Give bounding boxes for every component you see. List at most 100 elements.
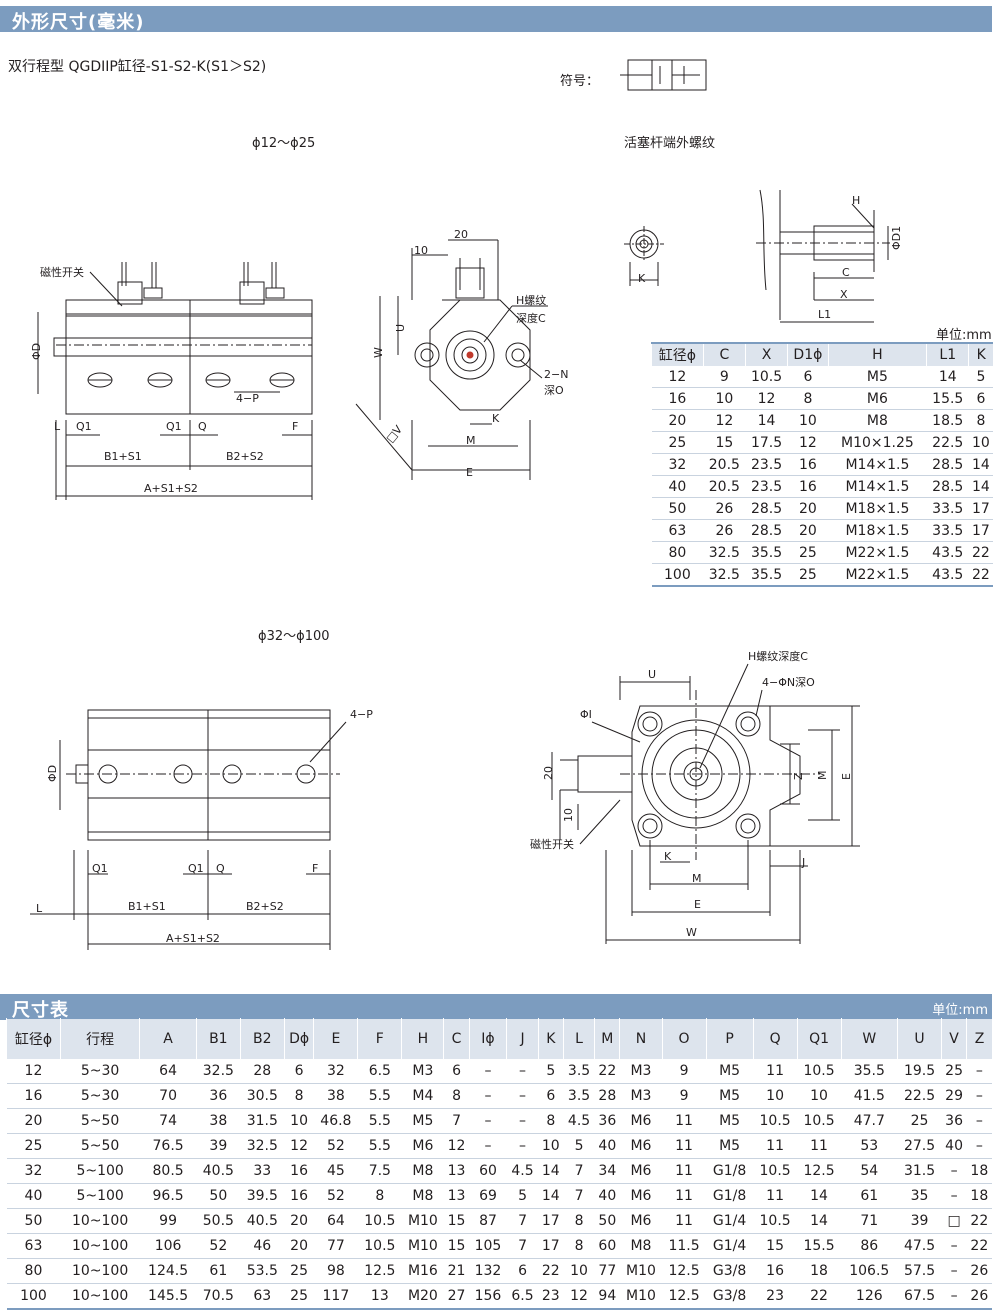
table-cell: 13 xyxy=(443,1183,470,1209)
table-cell: 11 xyxy=(753,1059,798,1084)
table-cell: 15.5 xyxy=(926,387,969,410)
table-cell: M5 xyxy=(401,1108,444,1134)
table-cell: 17 xyxy=(968,519,993,542)
table-cell: 20 xyxy=(284,1233,314,1259)
unit-label-top: 单位:mm xyxy=(936,328,992,343)
table-cell: 6 xyxy=(968,387,993,410)
table-cell: M5 xyxy=(706,1059,754,1084)
dim_table-header-cell: J xyxy=(506,1018,539,1059)
lbl-2n: 2−N xyxy=(544,368,568,381)
table-cell: 50 xyxy=(196,1183,241,1209)
table-cell: 80 xyxy=(651,541,704,564)
table-cell: 14 xyxy=(926,366,969,388)
table-cell: 8 xyxy=(563,1233,595,1259)
table-cell: 38 xyxy=(196,1108,241,1134)
table-cell: – xyxy=(966,1083,992,1109)
lbl-b2s2-1: B2+S2 xyxy=(226,450,264,463)
table-cell: 36 xyxy=(941,1108,967,1134)
lbl-f-2: F xyxy=(312,862,318,875)
table-cell: – xyxy=(941,1233,967,1259)
table-cell: 5.5 xyxy=(357,1108,402,1134)
table-cell: 4.5 xyxy=(563,1108,595,1134)
table-cell: 35.5 xyxy=(745,541,788,564)
table-cell: 15 xyxy=(443,1233,470,1259)
table-cell: 5.5 xyxy=(357,1083,402,1109)
table-cell: G1/4 xyxy=(706,1233,754,1259)
table-cell: 16 xyxy=(284,1158,314,1184)
table-cell: – xyxy=(966,1059,992,1084)
table-cell: 28 xyxy=(594,1083,620,1109)
table-cell: 47.5 xyxy=(897,1233,942,1259)
table-cell: 12 xyxy=(745,387,788,410)
table-cell: 22 xyxy=(538,1258,564,1284)
lbl-v-1: □V xyxy=(384,423,406,445)
table-cell: 31.5 xyxy=(240,1108,285,1134)
table-cell: 57.5 xyxy=(897,1258,942,1284)
table-cell: 25 xyxy=(787,563,829,587)
table-cell: 14 xyxy=(797,1208,842,1234)
table-cell: – xyxy=(941,1283,967,1310)
table-cell: 33 xyxy=(240,1158,285,1184)
table-cell: 54 xyxy=(841,1158,898,1184)
dim_table-header-cell: F xyxy=(357,1018,402,1059)
table-cell: – xyxy=(469,1059,507,1084)
table-cell: 8 xyxy=(284,1083,314,1109)
table-cell: 20 xyxy=(787,519,829,542)
table-cell: 7.5 xyxy=(357,1158,402,1184)
end-view-small xyxy=(355,239,548,480)
table-cell: 12 xyxy=(443,1133,470,1159)
table-cell: 15.5 xyxy=(797,1233,842,1259)
table-cell: 12.5 xyxy=(797,1158,842,1184)
table-cell: 11.5 xyxy=(662,1233,707,1259)
size-table-title: 尺寸表 xyxy=(12,1000,69,1021)
lbl-e-1: E xyxy=(466,466,473,479)
table-cell: 99 xyxy=(139,1208,197,1234)
table-cell: 35.5 xyxy=(841,1059,898,1084)
table-cell: 50.5 xyxy=(196,1208,241,1234)
table-cell: 100 xyxy=(6,1283,61,1310)
table-cell: 20.5 xyxy=(703,453,746,476)
dim_table-header-cell: N xyxy=(619,1018,663,1059)
lbl-u-2: U xyxy=(648,668,656,681)
table-cell: 50 xyxy=(594,1208,620,1234)
table-cell: 5~100 xyxy=(60,1183,140,1209)
table-cell: 5 xyxy=(506,1183,539,1209)
cylinder-symbol-icon xyxy=(620,59,707,91)
table-cell: 28.5 xyxy=(745,497,788,520)
table-cell: 10~100 xyxy=(60,1233,140,1259)
lbl-q-1: Q xyxy=(198,420,207,433)
dim_table-header-cell: Z xyxy=(966,1018,992,1059)
lbl-m-2v: M xyxy=(816,771,829,781)
dim_table-header-cell: H xyxy=(401,1018,444,1059)
table-cell: 20.5 xyxy=(703,475,746,498)
table-cell: 8 xyxy=(538,1108,564,1134)
table-cell: 13 xyxy=(443,1158,470,1184)
table-cell: 10 xyxy=(563,1258,595,1284)
table-cell: 10~100 xyxy=(60,1258,140,1284)
table-cell: 32.5 xyxy=(196,1059,241,1084)
table-cell: G1/8 xyxy=(706,1158,754,1184)
table-cell: 76.5 xyxy=(139,1133,197,1159)
table-cell: 10.5 xyxy=(745,366,788,388)
lbl-k-2: K xyxy=(664,850,672,863)
table-cell: 18 xyxy=(966,1158,992,1184)
table-cell: 20 xyxy=(6,1108,61,1134)
table-cell: 10.5 xyxy=(357,1233,402,1259)
lbl-e-2v: E xyxy=(840,773,853,780)
table-cell: M4 xyxy=(401,1083,444,1109)
table-cell: 5~30 xyxy=(60,1083,140,1109)
table-cell: M5 xyxy=(828,366,927,388)
table-cell: 16 xyxy=(753,1258,798,1284)
dim_table-header-cell: 行程 xyxy=(59,1018,140,1059)
table-cell: 10 xyxy=(284,1108,314,1134)
dim_table-header-cell: L xyxy=(562,1018,595,1059)
lbl-as1s2-2: A+S1+S2 xyxy=(166,932,220,945)
side-view-small xyxy=(37,262,313,500)
table-cell: 6 xyxy=(538,1083,564,1109)
